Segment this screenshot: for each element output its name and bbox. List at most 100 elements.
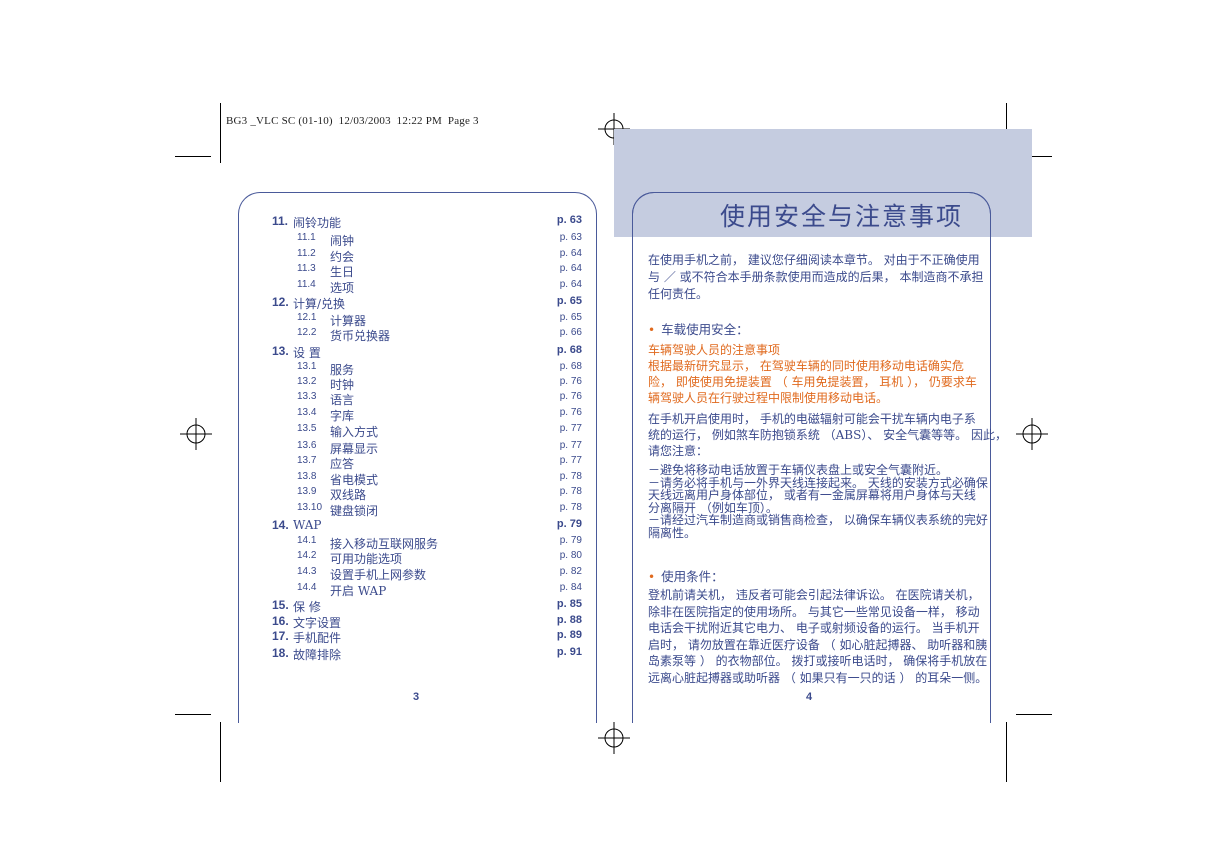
toc-entry-page: p. 78: [559, 471, 582, 482]
toc-entry-number: 13.10: [297, 502, 323, 513]
toc-entry-page: p. 64: [559, 263, 582, 274]
text-line: －请经过汽车制造商或销售商检查， 以确保车辆仪表系统的完好: [648, 513, 988, 527]
toc-entry: 13.4 字库 p. 76: [272, 407, 582, 423]
toc-entry-page: p. 64: [559, 279, 582, 290]
crop-mark: [1016, 156, 1052, 157]
right-page-number: 4: [806, 691, 813, 703]
toc-entry-page: p. 63: [559, 232, 582, 243]
toc-entry-title: 计算/兑换: [293, 297, 346, 311]
toc-entry-page: p. 65: [559, 312, 582, 323]
registration-mark-bottom: [598, 722, 630, 754]
crop-mark: [220, 722, 221, 782]
text-line: 请您注意：: [648, 444, 709, 458]
toc-entry-number: 13.4: [297, 407, 317, 418]
section-heading-text: 使用条件：: [661, 569, 724, 584]
toc-entry-number: 11.2: [297, 248, 316, 259]
text-line: 与 ／ 或不符合本手册条款使用而造成的后果， 本制造商不承担: [648, 270, 984, 284]
toc-entry-number: 11.1: [297, 232, 316, 243]
toc-entry-title: 应答: [330, 457, 355, 471]
toc-entry-number: 12.1: [297, 312, 317, 323]
print-slug: BG3 _VLC SC (01-10) 12/03/2003 12:22 PM …: [226, 115, 479, 127]
text-line: 辆驾驶人员在行驶过程中限制使用移动电话。: [648, 391, 889, 405]
toc-entry-title: 闹钟: [330, 234, 355, 248]
toc-entry-number: 14.1: [297, 535, 317, 546]
toc-entry: 11.2 约会 p. 64: [272, 248, 582, 264]
toc-entry-title: 语言: [330, 393, 355, 407]
text-line: －请务必将手机与一外界天线连接起来。 天线的安装方式必确保: [648, 475, 988, 490]
crop-mark: [1016, 714, 1052, 715]
registration-mark-right: [1016, 418, 1048, 450]
toc-entry-number: 12.2: [297, 327, 317, 338]
toc-entry-title: 屏幕显示: [330, 442, 379, 456]
text-line: －避免将移动电话放置于车辆仪表盘上或安全气囊附近。: [648, 463, 949, 477]
toc-entry-page: p. 65: [556, 295, 582, 307]
text-line: 险， 即使使用免提装置 （ 车用免提装置， 耳机 ）， 仍要求车: [648, 375, 977, 389]
text-line: 在使用手机之前， 建议您仔细阅读本章节。 对由于不正确使用: [648, 253, 980, 267]
toc-entry-page: p. 68: [559, 361, 582, 372]
toc-entry-title: 开启 WAP: [330, 584, 387, 598]
toc-entry-number: 13.2: [297, 376, 317, 387]
toc-entry-number: 13.5: [297, 423, 317, 434]
toc-entry-page: p. 77: [559, 440, 582, 451]
toc-entry-page: p. 64: [559, 248, 582, 259]
toc-entry-page: p. 78: [559, 486, 582, 497]
toc-entry-page: p. 80: [559, 550, 582, 561]
toc-entry-title: 保 修: [293, 600, 321, 614]
toc-entry-number: 13.7: [297, 455, 317, 466]
toc-entry-page: p. 76: [559, 407, 582, 418]
toc-entry-title: 省电模式: [330, 473, 379, 487]
text-line: 天线远离用户身体部位， 或者有一金属屏幕将用户身体与天线: [648, 488, 976, 502]
toc-entry: 12.1 计算器 p. 65: [272, 312, 582, 328]
section-heading-vehicle: •车载使用安全：: [648, 319, 749, 338]
toc-entry-page: p. 88: [556, 614, 582, 626]
section-heading-conditions: • 使用条件：: [648, 566, 724, 585]
crop-mark: [1006, 722, 1007, 782]
toc-entry-number: 15.: [272, 598, 289, 612]
text-line: 岛素泵等 ） 的衣物部位。 拨打或接听电话时， 确保将手机放在: [648, 654, 988, 668]
toc-entry-title: 约会: [330, 250, 355, 264]
header-band: [614, 129, 1032, 237]
toc-entry-number: 13.6: [297, 440, 317, 451]
toc-entry: 13.6 屏幕显示 p. 77: [272, 440, 582, 456]
crop-mark: [220, 103, 221, 163]
toc-entry-number: 13.1: [297, 361, 317, 372]
registration-mark-left: [180, 418, 212, 450]
toc-entry-number: 13.8: [297, 471, 317, 482]
toc-entry: 13.8 省电模式 p. 78: [272, 471, 582, 487]
toc-entry: 13.2 时钟 p. 76: [272, 376, 582, 392]
text-line: 登机前请关机， 违反者可能会引起法律诉讼。 在医院请关机，: [648, 588, 980, 602]
toc-entry-title: 时钟: [330, 378, 355, 392]
toc-entry-number: 11.3: [297, 263, 316, 274]
toc-entry-number: 14.: [272, 518, 289, 532]
driver-heading: 车辆驾驶人员的注意事项: [648, 343, 781, 357]
toc-entry-page: p. 84: [559, 582, 582, 593]
toc-entry-title: 字库: [330, 409, 355, 423]
toc-entry-page: p. 76: [559, 376, 582, 387]
text-line: 统的运行， 例如煞车防抱锁系统 （ABS）、 安全气囊等等。 因此，: [648, 428, 1007, 442]
toc-entry-page: p. 76: [559, 391, 582, 402]
text-line: 根据最新研究显示， 在驾驶车辆的同时使用移动电话确实危: [648, 359, 964, 373]
toc-entry-page: p. 77: [559, 423, 582, 434]
toc-entry-title: 闹铃功能: [293, 216, 342, 230]
toc-entry-title: 货币兑换器: [330, 329, 391, 343]
toc-entry-title: 选项: [330, 281, 355, 295]
toc-entry-page: p. 63: [556, 214, 582, 226]
text-line: 任何责任。: [648, 287, 709, 301]
bullet-icon: •: [648, 570, 656, 584]
crop-mark: [175, 156, 211, 157]
toc-entry-number: 14.2: [297, 550, 317, 561]
toc-entry-title: 计算器: [330, 314, 367, 328]
toc-entry-title: 输入方式: [330, 425, 379, 439]
